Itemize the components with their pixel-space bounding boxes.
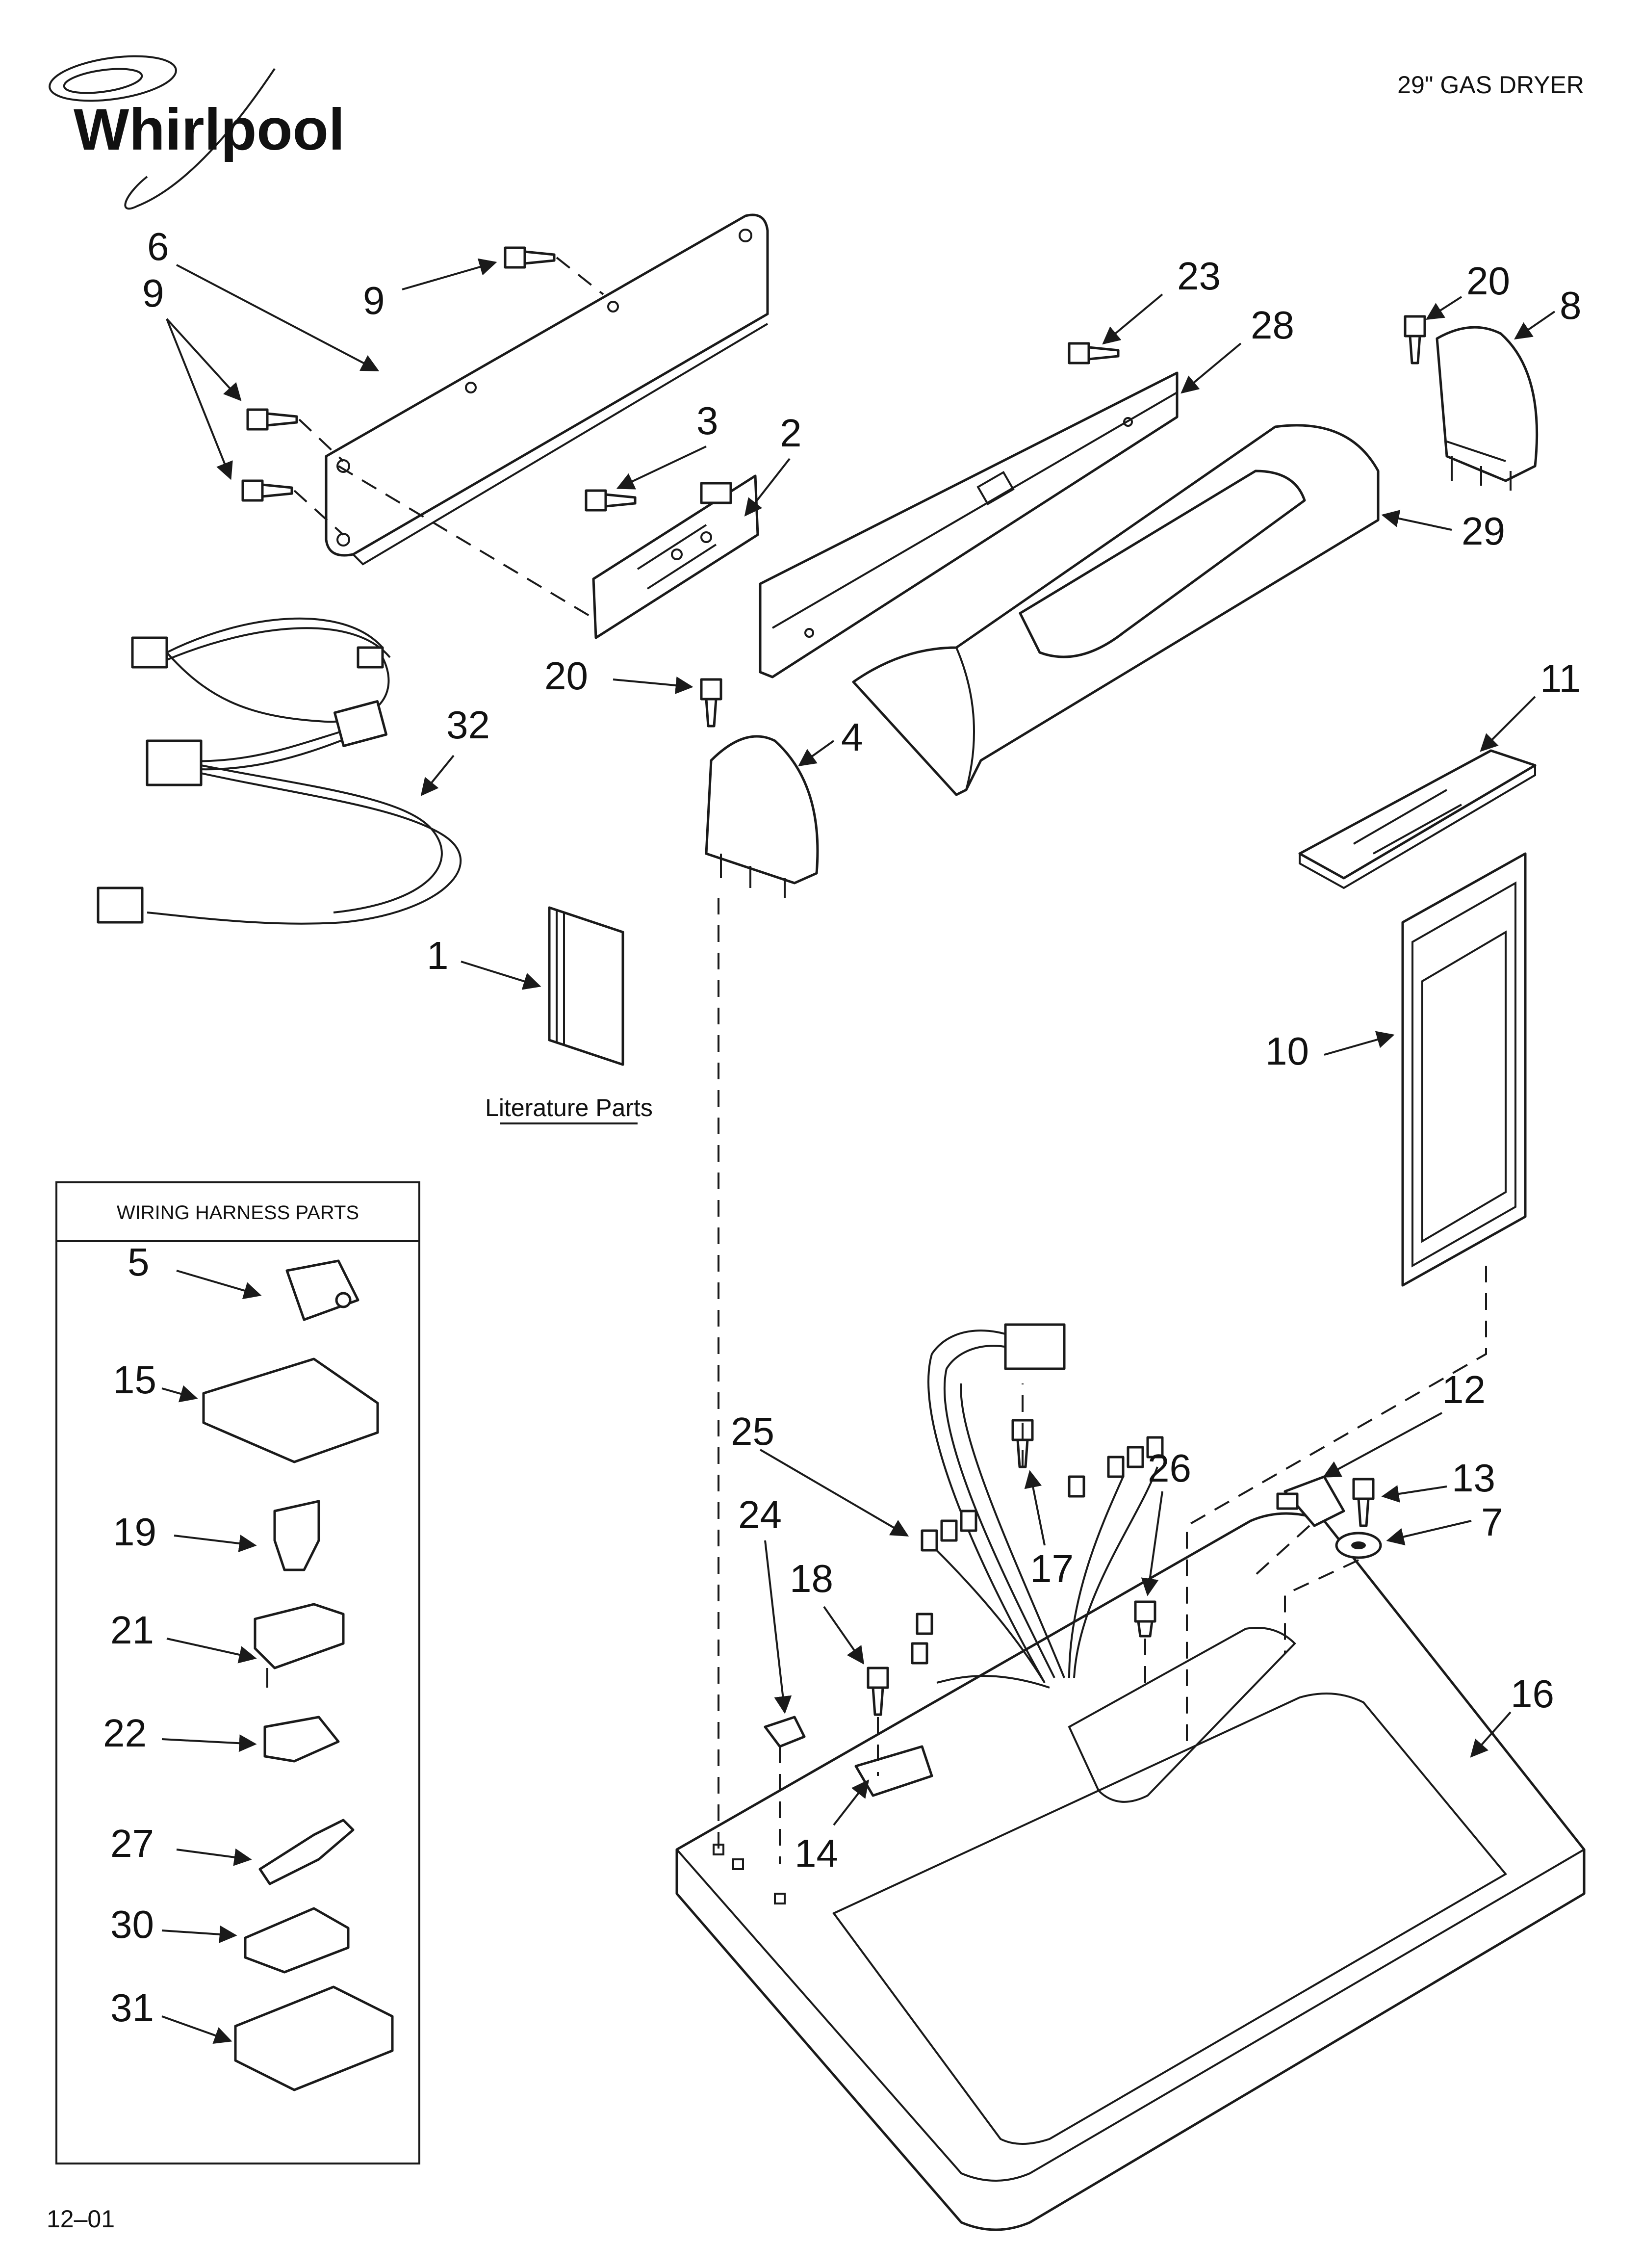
callout-21: 21	[110, 1608, 154, 1652]
callout-6: 6	[147, 225, 169, 268]
part-4-end-cap	[705, 735, 819, 898]
part-12-clip	[1276, 1475, 1345, 1527]
part-20-screw-a	[1404, 315, 1426, 365]
callout-11: 11	[1540, 656, 1581, 700]
part-10-lint-screen	[1401, 852, 1527, 1287]
date-code: 12–01	[47, 2205, 115, 2233]
callout-31: 31	[110, 1986, 154, 2030]
callout-17: 17	[1030, 1547, 1074, 1590]
callout-19: 19	[113, 1510, 156, 1554]
callout-22: 22	[103, 1711, 147, 1755]
part-32-wire-harness	[97, 617, 462, 925]
callout-8: 8	[1560, 284, 1582, 327]
callout-10: 10	[1265, 1029, 1309, 1073]
part-1-literature	[548, 906, 624, 1066]
product-title: 29" GAS DRYER	[1397, 71, 1584, 99]
part-9-screws	[241, 246, 604, 536]
part-18-screw	[867, 1667, 889, 1716]
callouts: 6 9 9 3 2 23 28 20 8 29 20 4 11 10 32 1	[142, 225, 1582, 1875]
callout-28: 28	[1251, 303, 1294, 347]
callout-20b: 20	[544, 654, 588, 698]
part-26-plug	[1134, 1600, 1156, 1638]
part-29-console	[852, 424, 1380, 796]
part-20-screw-b	[700, 678, 722, 728]
wiring-harness-parts-box: WIRING HARNESS PARTS 5 15 19 21 22 27 30…	[55, 1181, 420, 2164]
callout-16: 16	[1511, 1672, 1554, 1716]
part-23-screw	[1068, 342, 1120, 365]
callout-18: 18	[790, 1557, 833, 1600]
callout-12: 12	[1442, 1368, 1486, 1411]
callout-23: 23	[1177, 254, 1221, 298]
callout-9a: 9	[142, 271, 164, 315]
callout-27: 27	[110, 1822, 154, 1865]
callout-26: 26	[1148, 1446, 1191, 1490]
part-2-control-board	[592, 474, 759, 639]
callout-7: 7	[1481, 1500, 1503, 1544]
part-24-clip	[764, 1716, 806, 1748]
callout-5: 5	[128, 1240, 150, 1284]
whirlpool-logo: Whirlpool	[49, 55, 345, 210]
callout-15: 15	[113, 1358, 156, 1402]
wiring-box-title: WIRING HARNESS PARTS	[117, 1202, 359, 1224]
callout-25: 25	[731, 1409, 774, 1453]
part-11-filter-cover	[1298, 749, 1537, 889]
part-17-main-harness	[911, 1323, 1164, 1689]
part-3-screw	[585, 489, 637, 512]
callout-24: 24	[738, 1493, 782, 1537]
callout-3: 3	[696, 399, 718, 443]
callout-30: 30	[110, 1903, 154, 1946]
callout-14: 14	[795, 1831, 838, 1875]
part-13-screw	[1352, 1478, 1375, 1527]
callout-13: 13	[1452, 1456, 1495, 1500]
callout-20a: 20	[1466, 259, 1510, 303]
logo-text: Whirlpool	[74, 97, 345, 162]
callout-2: 2	[780, 411, 802, 455]
callout-32: 32	[446, 703, 490, 747]
callout-9b: 9	[363, 279, 385, 322]
callout-1: 1	[427, 934, 449, 977]
callout-29: 29	[1462, 509, 1505, 553]
callout-4: 4	[841, 715, 863, 759]
part-7-washer	[1335, 1532, 1382, 1559]
part-28-support-rail	[759, 371, 1179, 678]
part-16-top-panel	[675, 1512, 1586, 2231]
literature-label: Literature Parts	[485, 1094, 653, 1121]
part-8-end-cap	[1436, 326, 1539, 491]
